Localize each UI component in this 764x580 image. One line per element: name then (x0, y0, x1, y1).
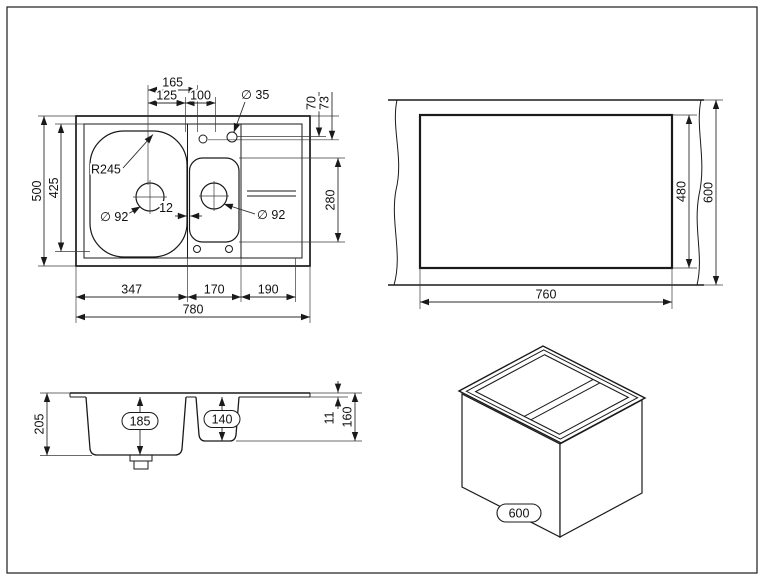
section-view: 205 185 140 11 160 (31, 381, 362, 470)
cutout-outline (418, 113, 674, 270)
drain-fitting-lower (133, 460, 149, 470)
dim-425: 425 (47, 177, 61, 198)
sheet-border (6, 6, 758, 574)
leader-drain-left (127, 206, 141, 215)
dim-760: 760 (536, 288, 557, 302)
leader-radius (122, 134, 154, 169)
small-bowl-profile (195, 396, 240, 442)
overflow-hole-2 (225, 245, 233, 253)
main-bowl-outline (89, 130, 188, 258)
cutout-view: 480 600 760 (388, 99, 723, 309)
iso-right-panel (559, 398, 643, 539)
dim-170: 170 (204, 283, 225, 297)
dim-185: 185 (130, 415, 151, 429)
plan-view: 165 125 100 ∅ 35 70 73 500 425 R245 ∅ 92… (28, 74, 345, 323)
sink-outer-outline (75, 115, 311, 267)
break-line-left (393, 99, 400, 286)
small-bowl-outline (188, 157, 240, 243)
dim-600-depth: 600 (702, 182, 716, 203)
leader-tap-hole (233, 101, 246, 133)
dim-dia-92-left: ∅ 92 (100, 210, 128, 224)
iso-bowl-divider-2 (530, 382, 601, 421)
tap-hole-secondary (198, 134, 208, 144)
dim-100: 100 (190, 89, 211, 103)
iso-view: 600 (457, 345, 647, 539)
callout-bubble-140 (203, 410, 241, 428)
iso-bowl-divider-1 (523, 379, 594, 417)
dim-r245: R245 (91, 163, 121, 177)
tap-hole-main (226, 131, 238, 143)
leader-drain-right (223, 203, 256, 215)
dim-dia-92-right: ∅ 92 (257, 208, 285, 222)
overflow-hole-1 (193, 245, 201, 253)
dim-780: 780 (183, 303, 204, 317)
iso-rim-inner (465, 349, 639, 440)
dim-11: 11 (323, 411, 337, 424)
callout-bubble-600 (496, 503, 542, 523)
dim-73: 73 (318, 96, 332, 110)
dim-165: 165 (162, 76, 183, 90)
dim-500: 500 (30, 181, 44, 202)
dim-190: 190 (258, 283, 279, 297)
drain-fitting-upper (129, 454, 153, 462)
dim-600-width: 600 (509, 506, 530, 520)
dim-280: 280 (324, 190, 338, 211)
dim-125: 125 (156, 89, 177, 103)
dim-205: 205 (33, 414, 47, 435)
dim-347: 347 (121, 283, 142, 297)
break-line-right (696, 99, 703, 286)
sink-rim-outline (83, 123, 303, 259)
dim-70: 70 (305, 96, 319, 110)
dim-dia-35: ∅ 35 (241, 88, 269, 102)
dim-480: 480 (675, 181, 689, 202)
callout-bubble-185 (121, 412, 159, 430)
dim-160: 160 (341, 407, 355, 428)
iso-bowl-opening (474, 354, 630, 435)
dim-140: 140 (212, 413, 233, 427)
dim-12: 12 (159, 201, 173, 215)
